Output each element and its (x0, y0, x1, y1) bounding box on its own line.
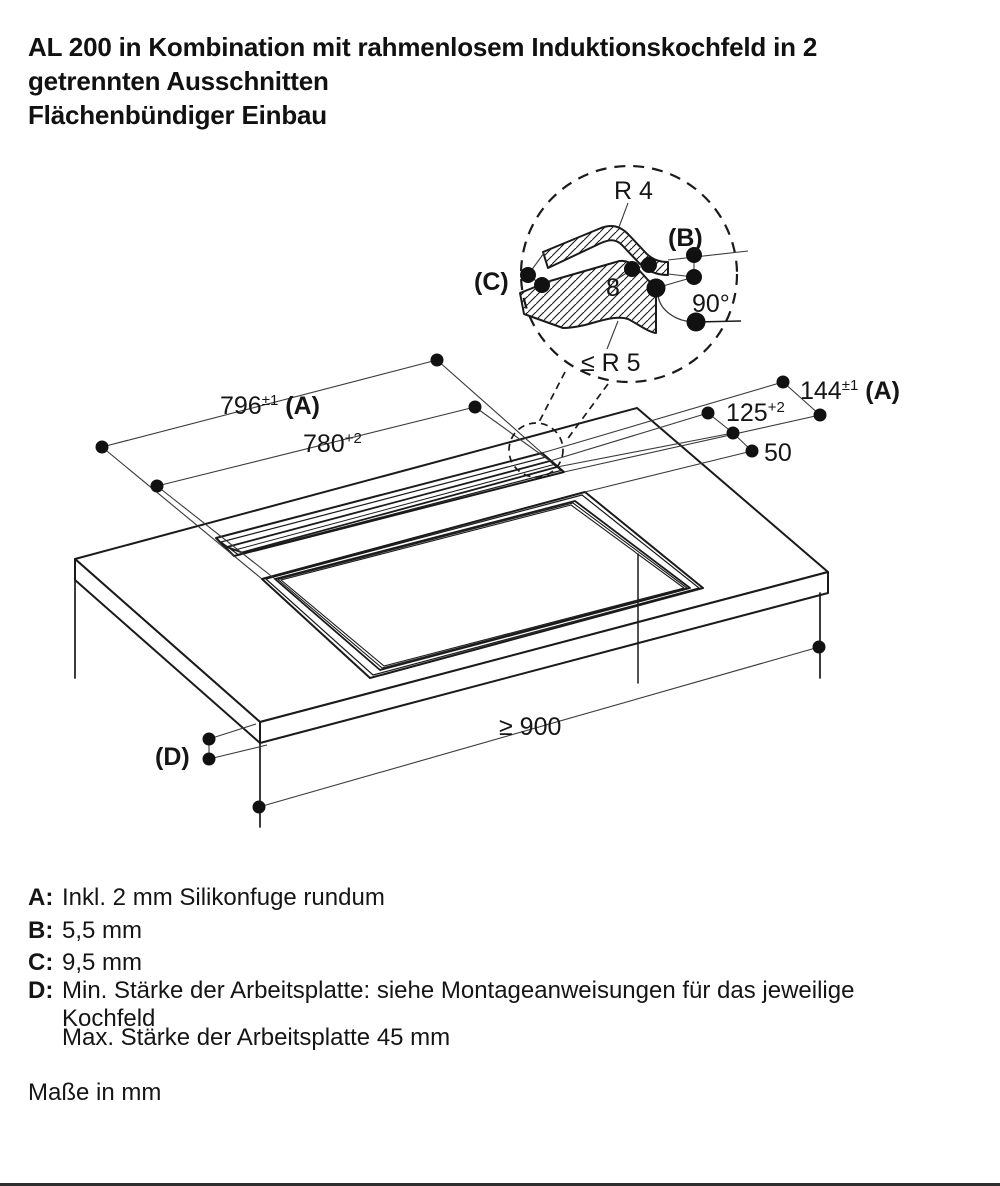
legend-text-c: 9,5 mm (62, 949, 143, 976)
label-50: 50 (764, 439, 792, 467)
leader-d-top (208, 723, 257, 740)
dimension-lines (101, 359, 821, 808)
legend-key-a: A: (28, 884, 54, 911)
legend-text-b: 5,5 mm (62, 917, 143, 944)
slot-recess-edge (220, 456, 562, 556)
title-line-1: AL 200 in Kombination mit rahmenlosem In… (28, 32, 818, 62)
legend-row-a: A: Inkl. 2 mm Silikonfuge rundum (28, 884, 385, 912)
legend-row-b: B: 5,5 mm (28, 917, 142, 945)
leader-r5 (606, 320, 619, 350)
hob-recess-edge (265, 494, 700, 676)
hob-outer-edge (261, 491, 704, 679)
hob-inner-line-3 (280, 504, 685, 667)
legend-row-d: D: Min. Stärke der Arbeitsplatte: siehe M… (28, 977, 854, 1005)
dim-line-780 (156, 406, 476, 487)
leader-r4 (618, 202, 629, 228)
legend-text-d3: Max. Stärke der Arbeitsplatte 45 mm (62, 1024, 451, 1051)
leader-144-bottom (563, 414, 821, 473)
leader-b-top (667, 250, 749, 261)
label-144: 144±1 (A) (800, 377, 900, 405)
detail-labels: R 4 (B) (C) 8 90° ≤ R 5 (474, 177, 730, 377)
dim-line-144 (782, 381, 821, 416)
legend-row-c: C: 9,5 mm (28, 949, 142, 977)
leader-780-right (474, 406, 551, 462)
detail-dots (520, 247, 706, 332)
label-d: (D) (155, 743, 190, 771)
dim-line-900 (258, 646, 820, 808)
legend-key-b: B: (28, 917, 54, 944)
page-title: AL 200 in Kombination mit rahmenlosem In… (28, 30, 988, 132)
detail-bubble: R 4 (B) (C) 8 90° ≤ R 5 (474, 164, 749, 478)
label-8: 8 (606, 274, 620, 302)
leader-796-left (101, 446, 263, 580)
leader-125-bottom (556, 432, 734, 468)
hob-cutout (261, 491, 704, 679)
label-c: (C) (474, 268, 509, 296)
legend-text-d: Min. Stärke der Arbeitsplatte: siehe Mon… (62, 977, 855, 1004)
label-r5: ≤ R 5 (581, 349, 641, 377)
dimension-dots (95, 353, 827, 814)
hob-inner-line-2 (277, 502, 688, 669)
leader-780-left (156, 485, 276, 580)
hob-inner-edge (274, 500, 691, 671)
label-r4: R 4 (614, 177, 653, 205)
legend-key-c: C: (28, 949, 54, 976)
label-780: 780+2 (303, 430, 362, 458)
title-line-2: getrennten Ausschnitten (28, 66, 329, 96)
units-note: Maße in mm (28, 1079, 162, 1106)
label-900: ≥ 900 (499, 713, 561, 741)
leader-796-right (436, 359, 543, 454)
label-125: 125+2 (726, 399, 785, 427)
slot-inner-line (232, 464, 555, 551)
label-90: 90° (692, 290, 730, 318)
leader-144-top (541, 381, 784, 454)
legend-text-d2: Kochfeld (62, 1005, 156, 1032)
legend-text-a: Inkl. 2 mm Silikonfuge rundum (62, 884, 385, 911)
dimension-labels: 796±1 (A) 780+2 144±1 (A) 125+2 50 ≥ 900… (155, 377, 900, 771)
leader-125-top (549, 412, 709, 462)
leader-d-bottom (208, 744, 268, 760)
leader-50 (584, 450, 753, 493)
detail-connector-left (537, 371, 566, 425)
detail-source-circle (508, 422, 564, 478)
title-line-3: Flächenbündiger Einbau (28, 100, 327, 130)
section-upper-band (542, 225, 669, 276)
worktop-body (74, 407, 829, 828)
legend-key-d: D: (28, 977, 54, 1004)
label-796: 796±1 (A) (220, 392, 320, 420)
window-bottom-edge (0, 1183, 1000, 1186)
label-b: (B) (668, 224, 703, 252)
dim-line-796 (101, 359, 438, 448)
